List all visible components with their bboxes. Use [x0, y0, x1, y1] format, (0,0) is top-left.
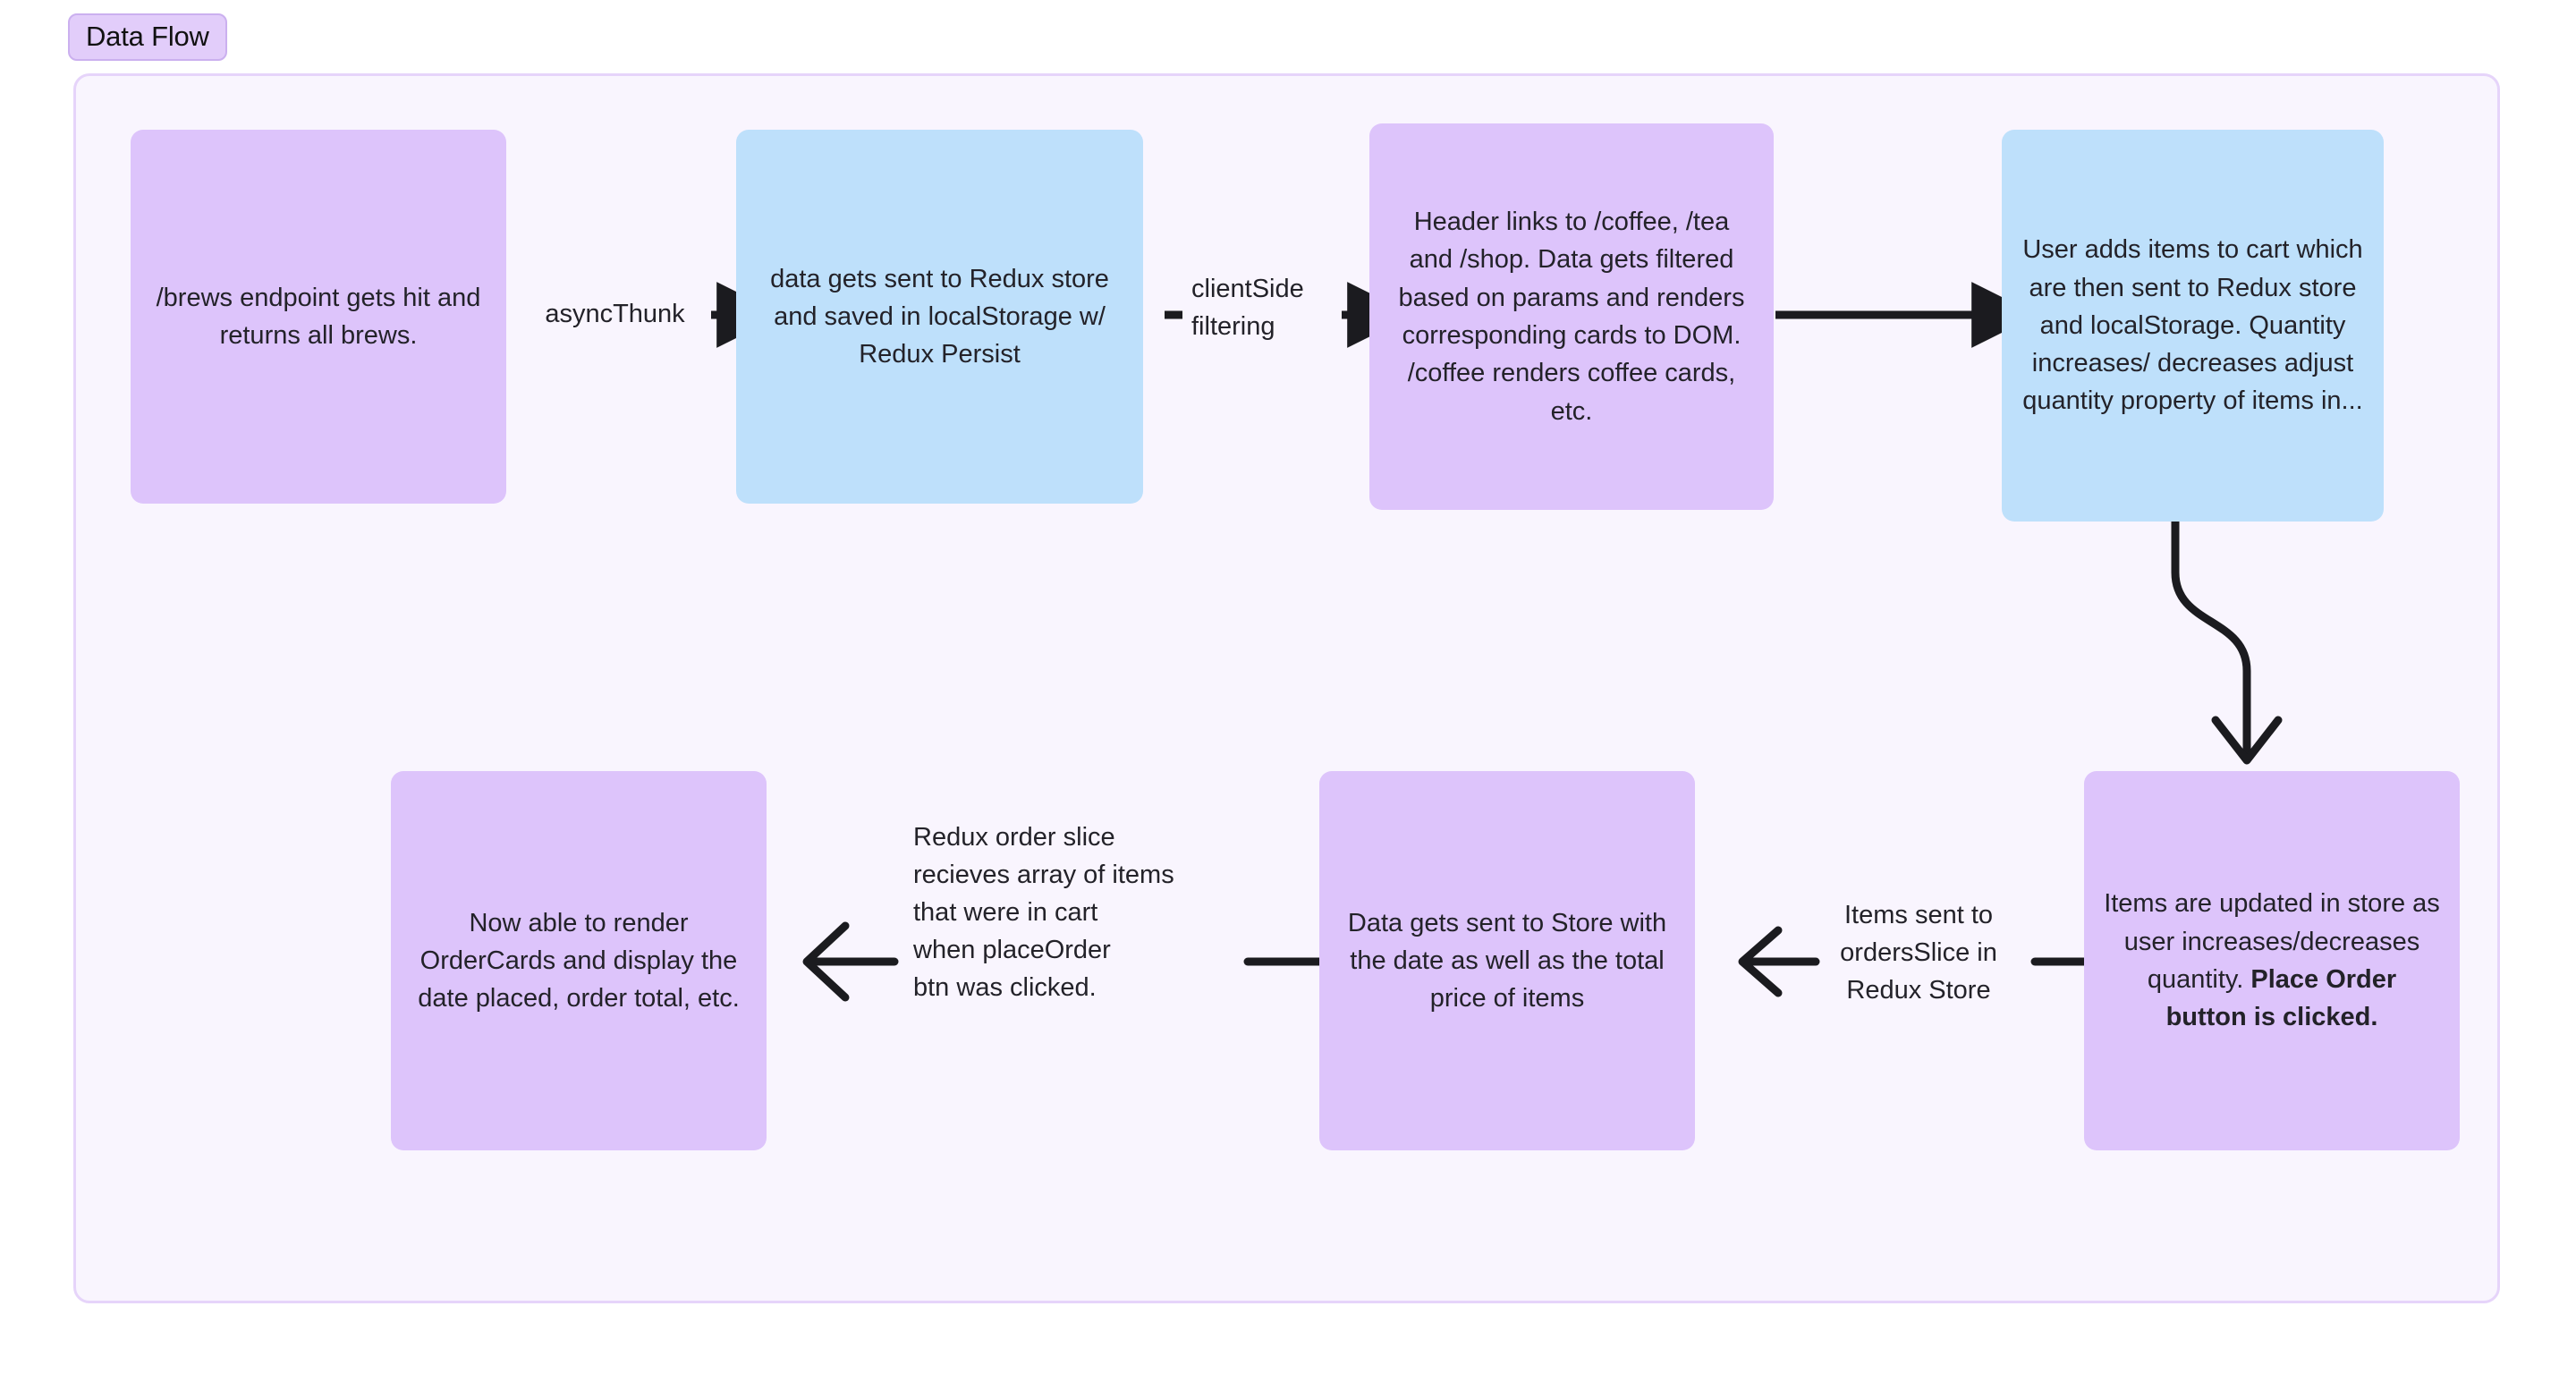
node-text: Data gets sent to Store with the date as… [1347, 908, 1674, 1014]
node-text: data gets sent to Redux store and saved … [770, 264, 1116, 369]
node-text: Header links to /coffee, /tea and /shop.… [1398, 208, 1752, 426]
node-brews-endpoint[interactable]: /brews endpoint gets hit and returns all… [131, 130, 506, 504]
node-text: Items are updated in store as user incre… [2104, 885, 2440, 1036]
node-redux-store-persist[interactable]: data gets sent to Redux store and saved … [736, 130, 1143, 504]
edge-label-clientside-filtering: clientSide filtering [1191, 275, 1304, 342]
group-label-data-flow[interactable]: Data Flow [68, 13, 227, 61]
node-text: /brews endpoint gets hit and returns all… [156, 283, 488, 350]
node-text: Now able to render OrderCards and displa… [418, 908, 752, 1014]
node-data-sent-to-store[interactable]: Data gets sent to Store with the date as… [1319, 771, 1695, 1150]
node-header-links-filtering[interactable]: Header links to /coffee, /tea and /shop.… [1369, 123, 1774, 510]
node-text-plain: Items are updated in store as user incre… [2104, 889, 2447, 994]
edge-label-async-thunk: asyncThunk [545, 300, 685, 328]
node-text: User adds items to cart which are then s… [2022, 235, 2370, 416]
node-render-ordercards[interactable]: Now able to render OrderCards and displa… [391, 771, 767, 1150]
edge-label-redux-order-slice: Redux order slice recieves array of item… [913, 823, 1174, 1003]
node-text-bold: Place Order button is clicked. [2165, 965, 2404, 1032]
node-items-updated-place-order[interactable]: Items are updated in store as user incre… [2084, 771, 2460, 1150]
node-user-adds-items-to-cart[interactable]: User adds items to cart which are then s… [2002, 130, 2384, 522]
edge-label-items-sent-to-ordersslice: Items sent to ordersSlice in Redux Store [1840, 901, 1997, 1005]
